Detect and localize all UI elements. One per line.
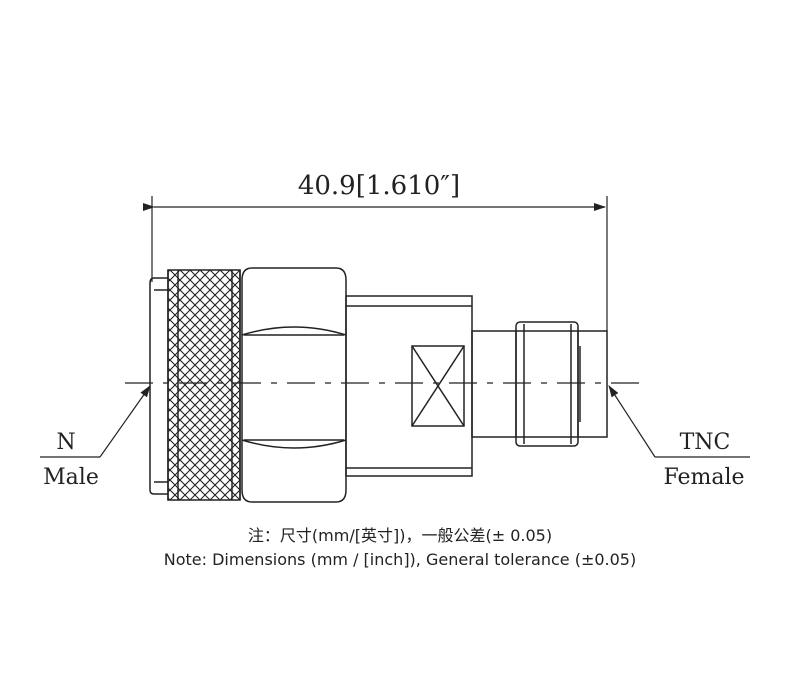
- right-label-line2: Female: [663, 465, 744, 490]
- right-label-line1: TNC: [680, 430, 731, 455]
- left-label: N Male: [40, 385, 151, 490]
- left-label-line2: Male: [43, 465, 99, 490]
- right-label: TNC Female: [608, 385, 750, 490]
- note-english: Note: Dimensions (mm / [inch]), General …: [163, 550, 637, 569]
- dimension-value: 40.9[1.610″]: [298, 171, 460, 201]
- middle-body: [345, 295, 473, 477]
- left-leader: [99, 385, 151, 458]
- note-chinese: 注：尺寸(mm/[英寸])，一般公差(± 0.05): [247, 526, 553, 545]
- left-label-line1: N: [56, 430, 75, 455]
- knurled-nut: [167, 269, 241, 501]
- overall-dimension: [143, 196, 608, 331]
- nut-front-face: [149, 277, 168, 495]
- right-leader: [608, 385, 656, 458]
- threaded-sleeve: [515, 321, 579, 447]
- tnc-female-end: [471, 321, 608, 447]
- wrench-flat: [411, 345, 465, 427]
- hex-body: [241, 267, 347, 503]
- n-male-end: [149, 269, 241, 501]
